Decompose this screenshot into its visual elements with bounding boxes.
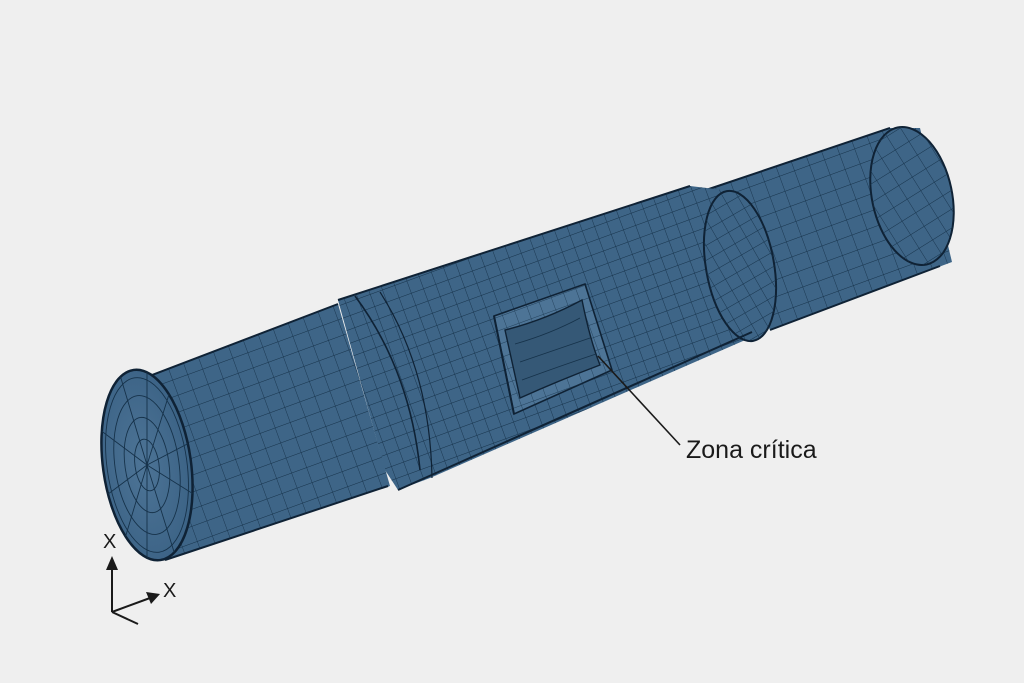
horizontal-axis-arrow (111, 597, 151, 613)
vertical-axis-label: X (103, 531, 117, 553)
axis-triad (106, 556, 160, 625)
callout-leader-line (597, 355, 681, 446)
left-end-face (99, 363, 196, 567)
depth-axis-stub (111, 611, 139, 625)
critical-zone-cutout (493, 282, 613, 416)
horizontal-axis-label: X (163, 580, 177, 602)
critical-zone-label: Zona crítica (686, 436, 817, 464)
